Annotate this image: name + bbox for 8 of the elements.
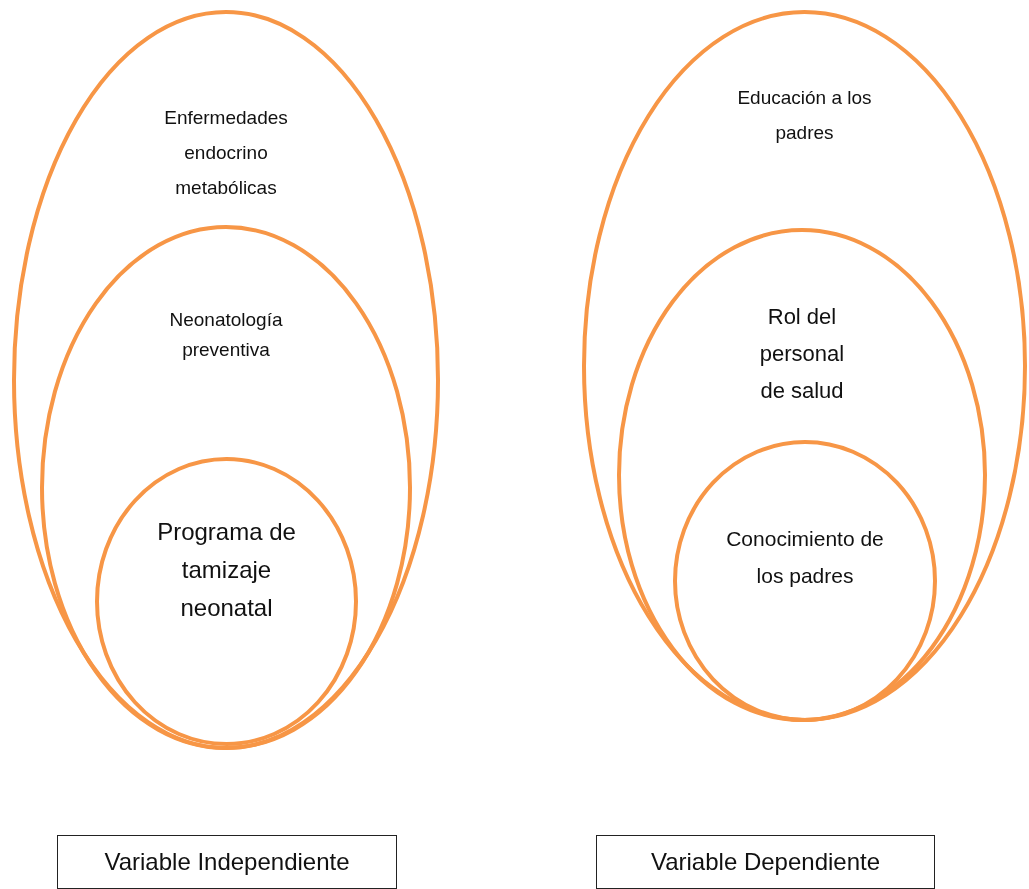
label-box: Variable Dependiente (596, 835, 935, 889)
ellipse-label: Enfermedades endocrino metabólicas (163, 106, 289, 200)
ellipse-label: Conocimiento de los padres (725, 526, 885, 589)
ellipse-label: Neonatología preventiva (168, 308, 284, 362)
ellipse-label: Rol del personal de salud (758, 303, 846, 405)
ellipse-label: Programa de tamizaje neonatal (156, 517, 297, 623)
label-box: Variable Independiente (57, 835, 397, 889)
ellipse-label: Educación a los padres (736, 86, 873, 145)
